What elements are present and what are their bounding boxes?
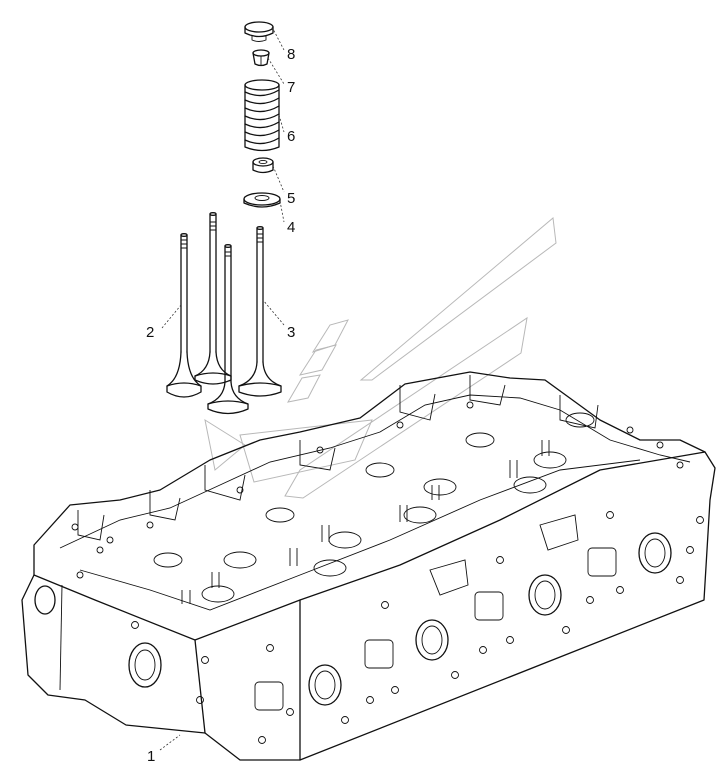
bolt-holes [131,511,704,744]
callouts: 8 7 6 5 4 2 3 1 [146,46,295,765]
part-1-cylinder-head [21,371,716,761]
part-7-valve-collet [252,49,270,67]
valve-3-left [207,244,249,415]
valve-guides [181,440,550,604]
callout-8: 8 [287,46,295,63]
leader-lines [159,26,285,751]
callout-4: 4 [287,219,295,236]
callout-7: 7 [287,79,295,96]
valve-3-right [238,226,282,397]
valve-2-left [166,233,202,398]
callout-3: 3 [287,324,295,341]
callout-6: 6 [287,128,295,145]
part-8-spring-retainer [244,21,274,42]
callout-1: 1 [147,748,155,765]
part-5-valve-stem-seal [252,157,274,174]
deck-holes [71,401,684,579]
valve-bores [153,412,595,603]
part-6-valve-spring [244,79,280,152]
callout-2: 2 [146,324,154,341]
callout-5: 5 [287,190,295,207]
part-4-spring-seat-washer [243,192,281,208]
deck-bosses [77,375,599,596]
